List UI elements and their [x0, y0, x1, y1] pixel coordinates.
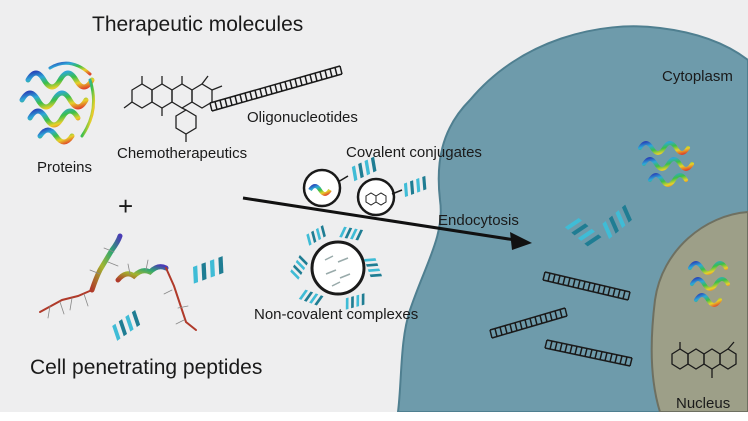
label-non-covalent-complexes: Non-covalent complexes	[254, 306, 419, 323]
cpp-helix-1	[193, 256, 224, 284]
covalent-conjugate-1	[302, 168, 349, 208]
complex-helix-4	[364, 258, 383, 278]
plus-sign: +	[118, 191, 134, 221]
label-proteins: Proteins	[37, 159, 93, 176]
cpp-peptide-1	[39, 233, 123, 319]
intracellular-oligo-1	[542, 271, 631, 301]
nuclear-chemotherapeutic-icon	[671, 341, 737, 378]
intracellular-oligo-3	[544, 339, 633, 367]
label-covalent-conjugates: Covalent conjugates	[346, 144, 482, 161]
complex-helix-2	[339, 226, 364, 241]
cpp-peptide-2	[115, 259, 197, 331]
oligonucleotide-icon	[209, 65, 343, 112]
covalent-conjugate-1-helix	[351, 156, 377, 182]
protein-icon	[19, 61, 96, 145]
complex-helix-3	[290, 254, 308, 280]
label-oligonucleotides: Oligonucleotides	[247, 109, 358, 126]
label-nucleus: Nucleus	[676, 395, 731, 412]
complex-helix-5	[298, 289, 324, 306]
complex-helix-6	[345, 293, 365, 310]
endocytosis-arrow	[242, 196, 532, 250]
label-cytoplasm: Cytoplasm	[662, 68, 733, 85]
non-covalent-complex	[310, 240, 366, 296]
intracellular-protein-icon	[638, 141, 694, 187]
label-cell-penetrating-peptides: Cell penetrating peptides	[30, 356, 263, 379]
covalent-conjugate-2-helix	[403, 175, 427, 198]
bottom-strip	[0, 412, 748, 421]
intracellular-oligo-2	[489, 307, 568, 339]
label-endocytosis: Endocytosis	[438, 212, 519, 229]
intracellular-helix-2	[602, 204, 632, 240]
nuclear-protein-icon	[688, 261, 730, 307]
cpp-helix-2	[112, 309, 141, 341]
complex-helix-1	[306, 225, 326, 246]
nucleus	[650, 210, 748, 413]
intracellular-helix-1	[564, 217, 602, 247]
covalent-conjugate-2	[356, 177, 403, 217]
label-chemotherapeutics: Chemotherapeutics	[117, 145, 248, 162]
title: Therapeutic molecules	[92, 13, 304, 36]
